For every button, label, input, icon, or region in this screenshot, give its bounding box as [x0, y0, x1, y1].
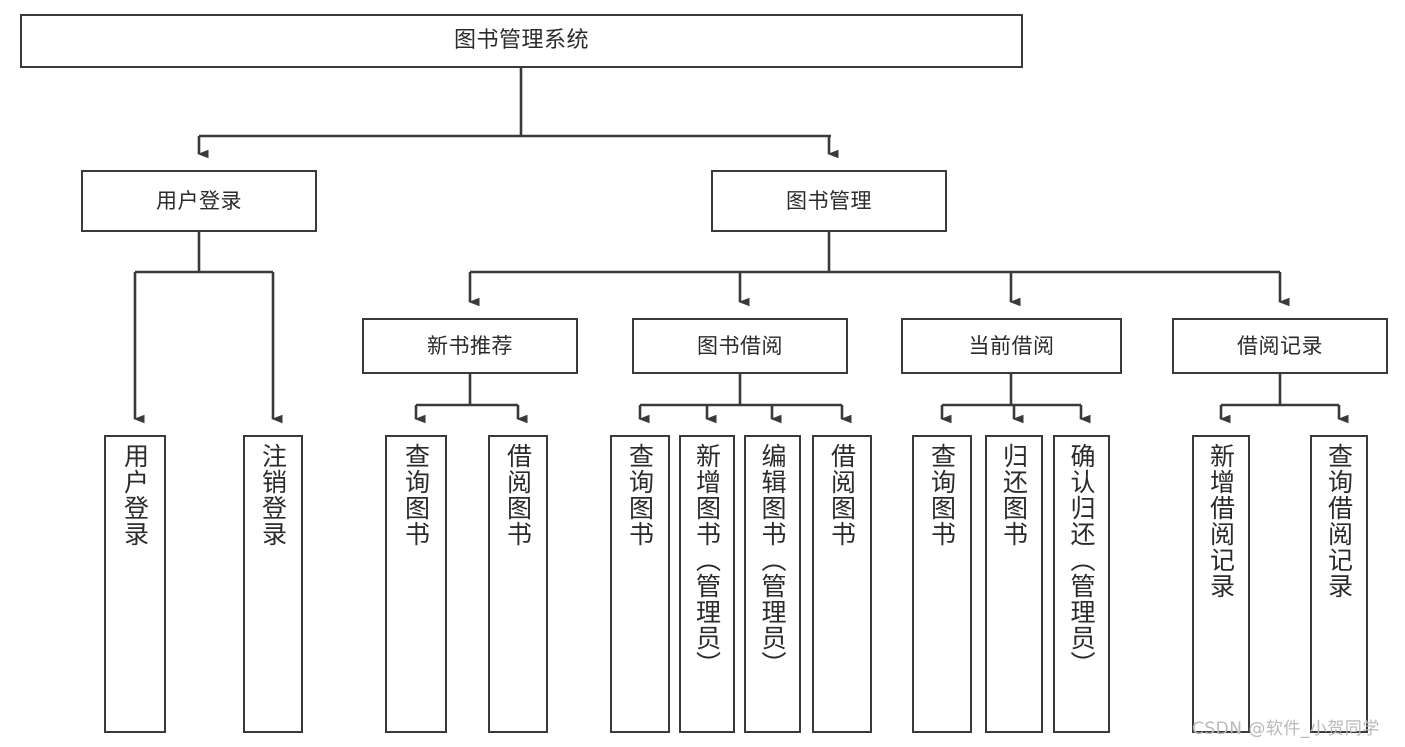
- node-label: 新书推荐: [427, 333, 513, 358]
- node-label: 查询图书: [927, 443, 957, 547]
- node-leaf-user-login[interactable]: 用户登录: [104, 435, 166, 733]
- node-label: 归还图书: [999, 443, 1029, 547]
- node-leaf-borrow-book-1[interactable]: 借阅图书: [488, 435, 548, 733]
- node-leaf-query-book-3[interactable]: 查询图书: [912, 435, 972, 733]
- node-current-borrow[interactable]: 当前借阅: [901, 318, 1122, 374]
- node-label: 查询图书: [625, 443, 655, 547]
- csdn-watermark: CSDN @软件_小贺同学: [1192, 719, 1380, 739]
- node-label: 用户登录: [156, 188, 242, 213]
- node-leaf-logout-login[interactable]: 注销登录: [243, 435, 303, 733]
- node-label: 借阅记录: [1237, 333, 1323, 358]
- node-label: 查询图书: [401, 443, 431, 547]
- node-leaf-confirm-return-admin[interactable]: 确认归还（管理员）: [1053, 435, 1110, 733]
- node-user-login[interactable]: 用户登录: [81, 170, 317, 232]
- node-label: 编辑图书（管理员）: [758, 443, 787, 677]
- node-label: 确认归还（管理员）: [1067, 443, 1096, 677]
- node-book-borrow[interactable]: 图书借阅: [632, 318, 848, 374]
- node-label: 新增借阅记录: [1206, 443, 1236, 599]
- node-label: 新增图书（管理员）: [692, 443, 722, 677]
- node-label: 图书借阅: [697, 333, 783, 358]
- node-borrow-record[interactable]: 借阅记录: [1172, 318, 1388, 374]
- node-label: 图书管理: [786, 188, 872, 213]
- node-label: 当前借阅: [968, 333, 1055, 358]
- node-book-management[interactable]: 图书管理: [711, 170, 947, 232]
- node-label: 借阅图书: [503, 443, 533, 547]
- node-leaf-return-book[interactable]: 归还图书: [985, 435, 1043, 733]
- node-label: 用户登录: [120, 443, 150, 547]
- node-leaf-query-book-1[interactable]: 查询图书: [385, 435, 447, 733]
- node-label: 图书管理系统: [453, 28, 589, 54]
- node-root-book-management-system[interactable]: 图书管理系统: [20, 14, 1023, 68]
- node-new-book-recommend[interactable]: 新书推荐: [362, 318, 578, 374]
- node-label: 借阅图书: [827, 443, 857, 547]
- node-leaf-borrow-book-2[interactable]: 借阅图书: [812, 435, 872, 733]
- node-leaf-add-book-admin[interactable]: 新增图书（管理员）: [679, 435, 735, 733]
- node-leaf-add-borrow-record[interactable]: 新增借阅记录: [1192, 435, 1250, 733]
- node-leaf-edit-book-admin[interactable]: 编辑图书（管理员）: [744, 435, 801, 733]
- node-label: 查询借阅记录: [1324, 443, 1354, 599]
- node-label: 注销登录: [258, 443, 288, 547]
- node-leaf-query-borrow-record[interactable]: 查询借阅记录: [1310, 435, 1368, 733]
- node-leaf-query-book-2[interactable]: 查询图书: [610, 435, 670, 733]
